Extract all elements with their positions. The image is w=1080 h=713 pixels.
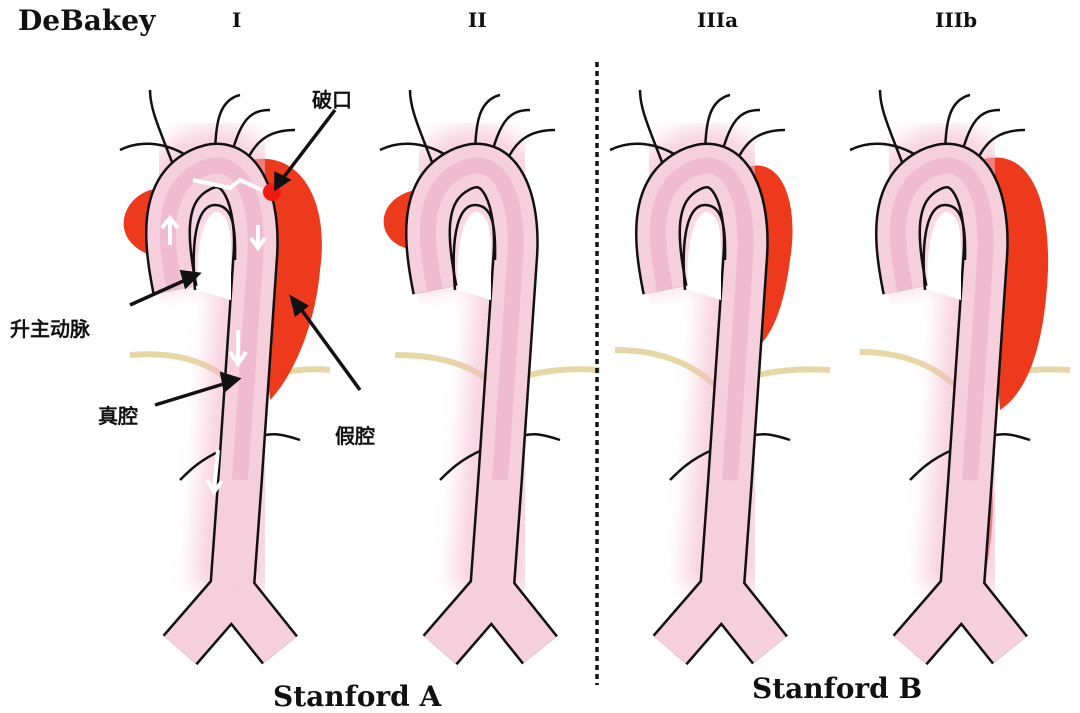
type-label-IIIb: IIIb <box>935 8 978 32</box>
type-label-I: I <box>232 8 242 32</box>
aorta-type-I <box>120 90 322 650</box>
flow-arrows <box>160 177 267 496</box>
annotation-arrows <box>129 108 362 407</box>
stanford-a-label: Stanford A <box>273 680 442 713</box>
classification-title: DeBakey <box>18 4 156 37</box>
type-label-II: II <box>468 8 487 32</box>
aorta-type-IIIb <box>850 90 1048 650</box>
stanford-b-label: Stanford B <box>752 672 923 705</box>
aorta-type-II <box>380 90 560 650</box>
type-label-IIIa: IIIa <box>697 8 739 32</box>
label-false-lumen: 假腔 <box>335 424 375 448</box>
aorta-type-IIIa <box>610 90 793 650</box>
label-ascending-aorta: 升主动脉 <box>10 317 90 341</box>
label-tear: 破口 <box>312 88 352 112</box>
label-true-lumen: 真腔 <box>98 404 138 428</box>
